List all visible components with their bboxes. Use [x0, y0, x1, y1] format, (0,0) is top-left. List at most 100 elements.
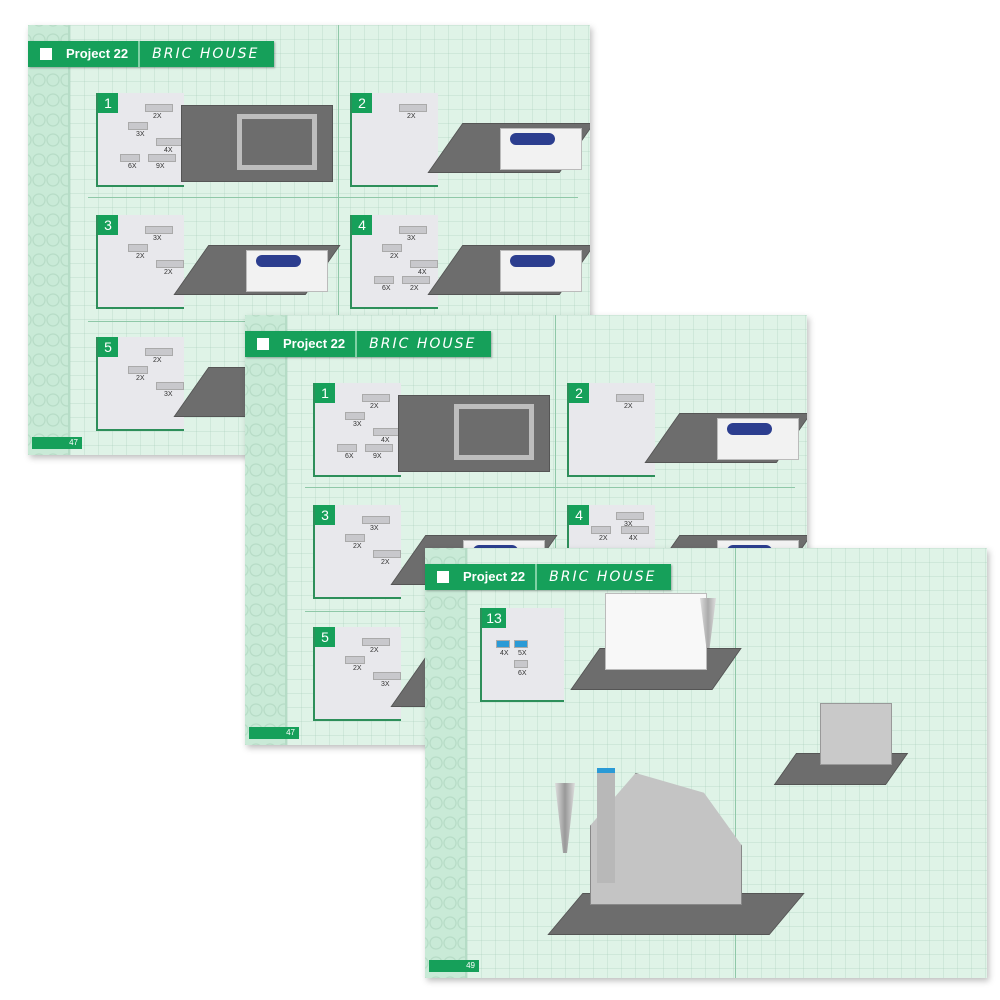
brick-part [591, 526, 611, 534]
baseplate-illustration [181, 105, 333, 182]
part-count: 3X [353, 421, 362, 428]
stud-strip [28, 25, 70, 455]
brick-part [373, 550, 401, 558]
brick-part [616, 394, 644, 402]
project-label: Project 22 [283, 331, 358, 357]
step-number: 4 [569, 505, 589, 525]
circuit-module [510, 255, 555, 267]
part-count: 2X [410, 285, 419, 292]
step-number: 3 [315, 505, 335, 525]
part-count: 2X [136, 375, 145, 382]
part-count: 2X [624, 403, 633, 410]
brick-part [373, 428, 401, 436]
wall-outline [237, 114, 317, 170]
wall-outline [454, 404, 534, 460]
brick-part [374, 276, 394, 284]
brick-part [145, 348, 173, 356]
step-number: 1 [315, 383, 335, 403]
part-count: 5X [518, 650, 527, 657]
part-count: 2X [407, 113, 416, 120]
project-label: Project 22 [463, 564, 538, 590]
divider-vertical [555, 315, 556, 745]
part-count: 4X [418, 269, 427, 276]
page-number: 49 [429, 960, 479, 972]
header-square-icon [257, 338, 269, 350]
brick-part [145, 226, 173, 234]
divider-vertical [338, 25, 339, 455]
part-count: 3X [164, 391, 173, 398]
brick-part [156, 138, 184, 146]
part-count: 2X [153, 357, 162, 364]
part-count: 4X [629, 535, 638, 542]
part-count: 3X [407, 235, 416, 242]
part-count: 4X [500, 650, 509, 657]
divider-horizontal [305, 487, 795, 488]
stud-strip [245, 315, 287, 745]
part-count: 6X [128, 163, 137, 170]
part-count: 9X [156, 163, 165, 170]
brick-part [514, 640, 528, 648]
brick-part [120, 154, 140, 162]
brick-part [345, 412, 365, 420]
divider-vertical [735, 548, 736, 978]
circuit-module [727, 423, 772, 435]
part-count: 3X [136, 131, 145, 138]
step-panel: 4 3X 2X 4X 6X 2X [350, 215, 438, 309]
brick-part [128, 122, 148, 130]
part-count: 3X [624, 521, 633, 528]
step-number: 3 [98, 215, 118, 235]
brick-part [345, 656, 365, 664]
part-count: 2X [390, 253, 399, 260]
part-count: 4X [381, 437, 390, 444]
step-number: 4 [352, 215, 372, 235]
page-number: 47 [32, 437, 82, 449]
part-count: 2X [370, 647, 379, 654]
part-count: 2X [370, 403, 379, 410]
brick-part [156, 260, 184, 268]
part-count: 9X [373, 453, 382, 460]
brick-part [373, 672, 401, 680]
part-count: 2X [136, 253, 145, 260]
part-count: 3X [370, 525, 379, 532]
part-count: 6X [382, 285, 391, 292]
header-square-icon [40, 48, 52, 60]
brick-part [410, 260, 438, 268]
house-partial-illustration [820, 703, 892, 765]
brick-part [128, 366, 148, 374]
brick-part [496, 640, 510, 648]
brick-part [145, 104, 173, 112]
page-number: 47 [249, 727, 299, 739]
brick-part [382, 244, 402, 252]
stud-strip [425, 548, 467, 978]
brick-part [402, 276, 430, 284]
brick-part [345, 534, 365, 542]
brick-part [148, 154, 176, 162]
brick-part [621, 526, 649, 534]
step-number: 5 [98, 337, 118, 357]
project-title: BRIC HOUSE [549, 569, 657, 585]
project-label: Project 22 [66, 41, 141, 67]
part-count: 6X [518, 670, 527, 677]
project-title: BRIC HOUSE [369, 336, 477, 352]
part-count: 2X [153, 113, 162, 120]
step-panel: 5 2X 2X 3X [96, 337, 184, 431]
circuit-module [510, 133, 555, 145]
circuit-module [256, 255, 301, 267]
house-frame-illustration [605, 593, 707, 670]
fiber-optic-tree-icon [555, 783, 575, 853]
brick-part [362, 638, 390, 646]
step-number: 5 [315, 627, 335, 647]
brick-part [128, 244, 148, 252]
brick-part [362, 516, 390, 524]
chimney-illustration [597, 768, 615, 883]
brick-part [156, 382, 184, 390]
divider-horizontal [88, 197, 578, 198]
